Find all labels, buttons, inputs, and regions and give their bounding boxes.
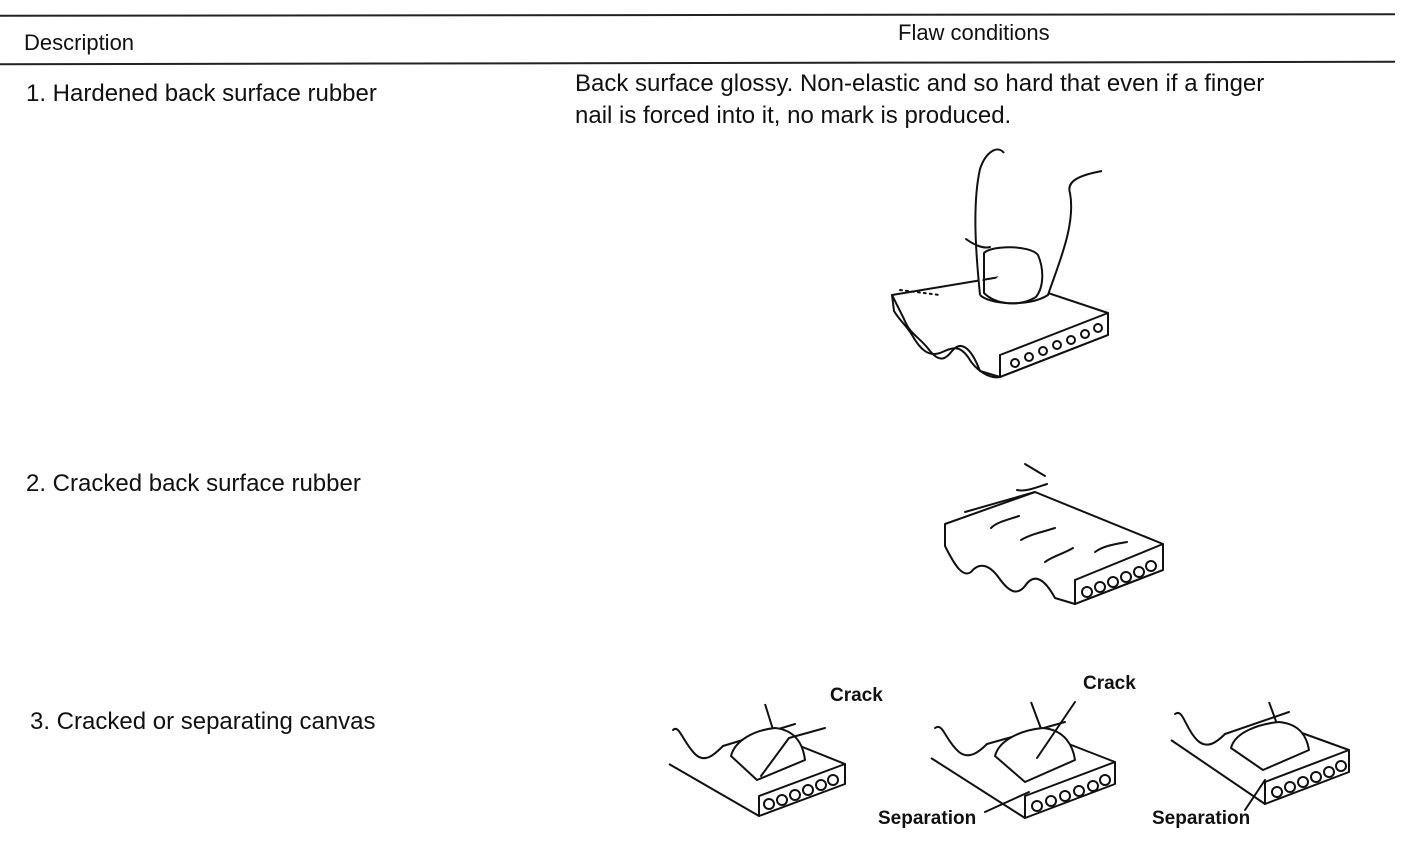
- column-header-flaw-conditions: Flaw conditions: [898, 20, 1050, 45]
- row-2-description: 2. Cracked back surface rubber: [26, 470, 361, 497]
- cracked-belt-icon: [944, 463, 1164, 605]
- table-top-rule: [0, 13, 1396, 17]
- canvas-crack-separation-belt-icon: [930, 701, 1116, 819]
- table-header-rule: [0, 60, 1396, 66]
- finger-pressing-belt-icon: [891, 148, 1109, 379]
- separation-label-b: Separation: [1152, 808, 1251, 829]
- separation-label-a: Separation: [878, 808, 977, 829]
- canvas-separation-belt-icon: [1170, 701, 1350, 811]
- row-1-condition-line-2: nail is forced into it, no mark is produ…: [575, 102, 1012, 129]
- canvas-crack-belt-icon: [668, 703, 846, 817]
- row-1-condition: Back surface glossy. Non-elastic and so …: [575, 68, 1375, 132]
- crack-label-b: Crack: [1083, 673, 1136, 694]
- column-header-description: Description: [24, 30, 135, 55]
- crack-label-a: Crack: [830, 685, 883, 706]
- row-1-description: 1. Hardened back surface rubber: [26, 80, 377, 107]
- row-1-condition-line-1: Back surface glossy. Non-elastic and so …: [575, 70, 1265, 97]
- row-3-description: 3. Cracked or separating canvas: [30, 708, 376, 735]
